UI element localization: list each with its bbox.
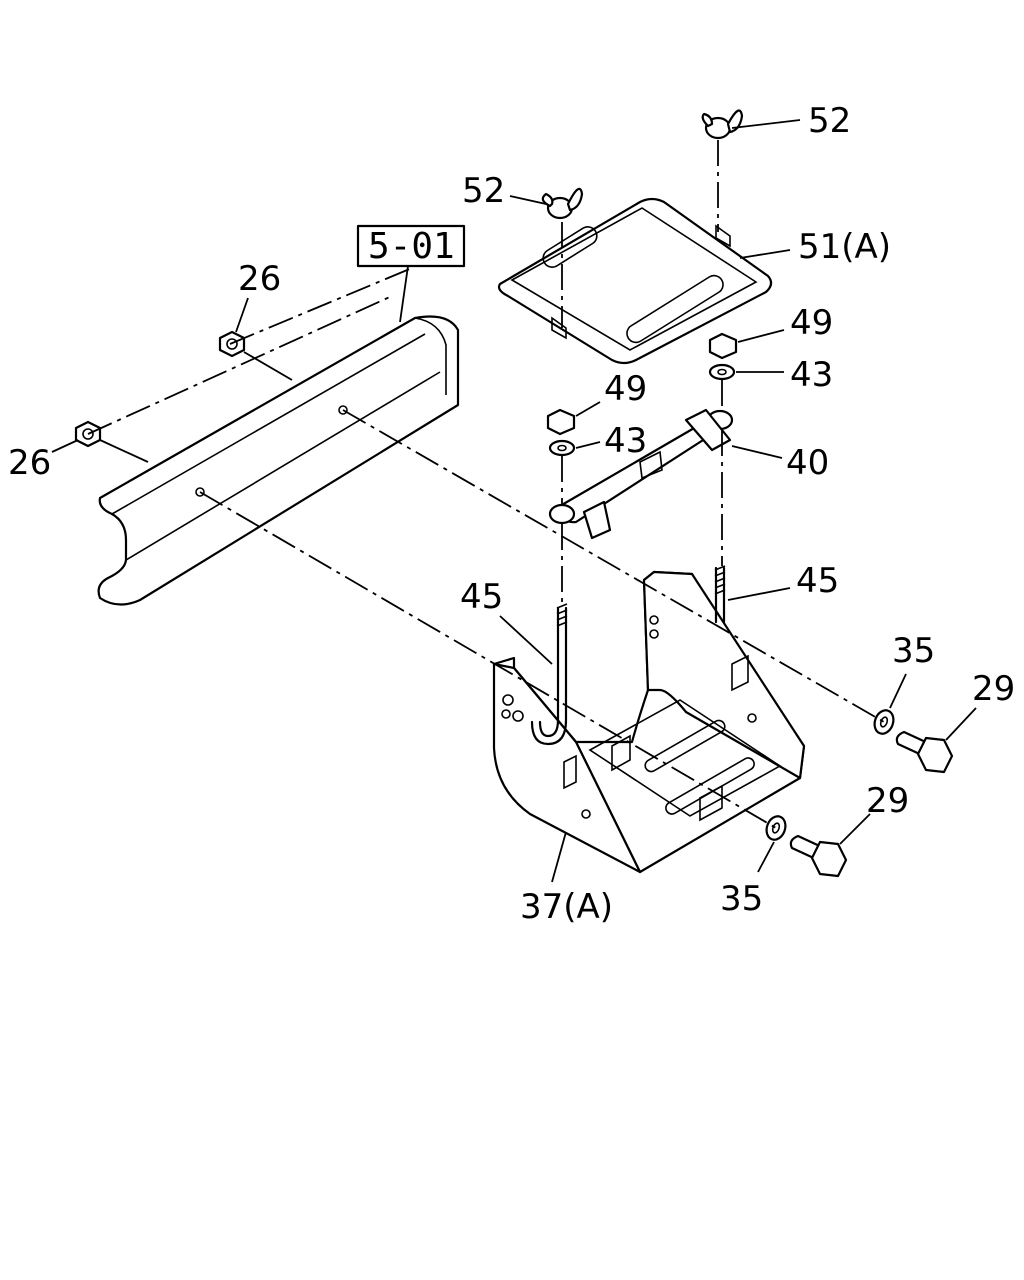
label-49-left: 49	[604, 369, 647, 409]
label-26-top: 26	[238, 259, 281, 299]
label-29-right: 29	[972, 669, 1015, 709]
battery-cover	[497, 197, 773, 365]
assembly-lines	[87, 140, 885, 829]
label-51: 51(A)	[798, 227, 891, 267]
label-37: 37(A)	[520, 887, 613, 927]
label-52-top: 52	[808, 101, 851, 141]
clamp-bar	[548, 408, 783, 540]
nut-49-right	[708, 329, 785, 360]
label-35-bottom: 35	[720, 879, 763, 919]
label-26-left: 26	[8, 443, 51, 483]
label-49-right: 49	[790, 303, 833, 343]
label-45-left: 45	[460, 577, 503, 617]
label-52-left: 52	[462, 171, 505, 211]
flange-nut-26-top	[218, 297, 293, 381]
wing-nut-52-left	[509, 187, 584, 220]
nut-49-left	[546, 401, 601, 436]
washer-43-right	[708, 363, 784, 381]
bolt-29-bottom	[789, 813, 871, 878]
reference-box: 5-01	[356, 224, 466, 323]
label-29-bottom: 29	[866, 781, 909, 821]
label-45-right: 45	[796, 561, 839, 601]
battery-tray	[492, 570, 806, 874]
reference-box-label: 5-01	[368, 226, 455, 267]
washer-35-right	[873, 673, 907, 735]
label-40: 40	[786, 443, 829, 483]
j-bolt-45-left	[499, 603, 568, 746]
bolt-29-right	[895, 707, 977, 774]
frame-rail	[97, 315, 460, 606]
washer-43-left	[548, 439, 601, 457]
rail-hole-upper	[338, 405, 348, 415]
rail-hole-lower	[195, 487, 205, 497]
label-43-right: 43	[790, 355, 833, 395]
label-43-left: 43	[604, 421, 647, 461]
j-bolt-45-right	[714, 565, 791, 624]
washer-35-bottom	[757, 815, 787, 873]
wing-nut-52-top	[701, 109, 801, 140]
label-35-right: 35	[892, 631, 935, 671]
